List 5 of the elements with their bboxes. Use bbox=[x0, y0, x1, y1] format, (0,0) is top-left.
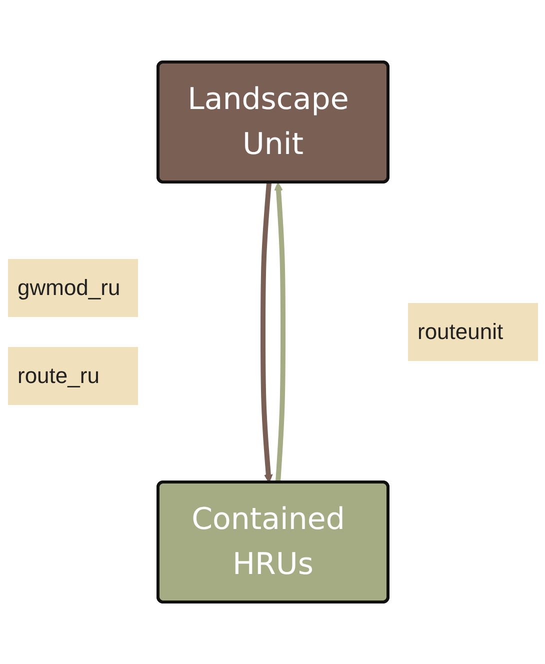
label-box: routeunit bbox=[408, 303, 538, 361]
arrow bbox=[260, 182, 272, 483]
arrow bbox=[274, 182, 285, 483]
label-box: gwmod_ru bbox=[8, 259, 138, 317]
label-box: route_ru bbox=[8, 347, 138, 405]
